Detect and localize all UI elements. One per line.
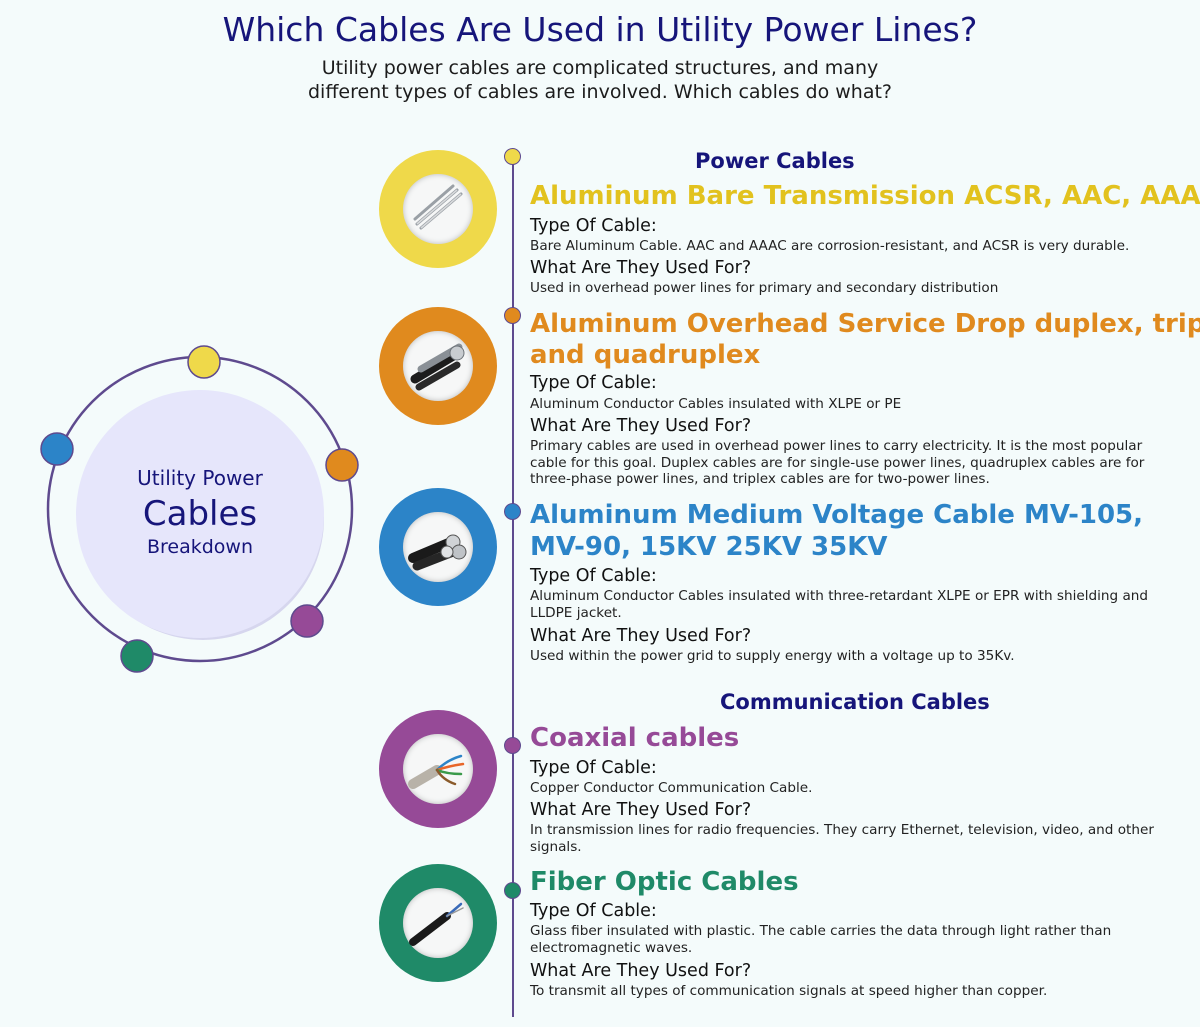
item-4-use-label: What Are They Used For? xyxy=(530,800,752,820)
item-5-heading: Fiber Optic Cables xyxy=(530,867,799,897)
timeline-dot-4 xyxy=(504,737,521,754)
page-subtitle: Utility power cables are complicated str… xyxy=(250,56,950,104)
timeline-dot-3 xyxy=(504,503,521,520)
timeline-line xyxy=(512,157,514,1017)
item-2-heading-line-2: and quadruplex xyxy=(530,340,761,370)
item-3-ring xyxy=(379,488,497,606)
item-1-type-label: Type Of Cable: xyxy=(530,216,657,236)
item-3-type-label: Type Of Cable: xyxy=(530,566,657,586)
item-1-use-text: Used in overhead power lines for primary… xyxy=(530,280,999,296)
item-2-heading-line-1: Aluminum Overhead Service Drop duplex, t… xyxy=(530,309,1200,339)
item-2-use-label: What Are They Used For? xyxy=(530,416,752,436)
orbit-dot-orange xyxy=(325,448,359,482)
coaxial-cable-icon xyxy=(403,734,473,804)
hub-graphic xyxy=(40,345,359,673)
item-4-type-text: Copper Conductor Communication Cable. xyxy=(530,780,813,796)
hub-disc xyxy=(76,390,324,638)
item-2-ring xyxy=(379,307,497,425)
orbit-dot-purple xyxy=(290,604,324,638)
medium-voltage-cable-icon xyxy=(403,512,473,582)
orbit-dot-green xyxy=(120,639,154,673)
item-3-use-text: Used within the power grid to supply ene… xyxy=(530,648,1015,664)
service-drop-cable-icon xyxy=(403,331,473,401)
orbit-dot-yellow xyxy=(187,345,221,379)
timeline-dot-5 xyxy=(504,882,521,899)
hub-line-2: Cables xyxy=(142,494,258,534)
item-2-type-text: Aluminum Conductor Cables insulated with… xyxy=(530,396,902,412)
item-5-type-text: Glass fiber insulated with plastic. The … xyxy=(530,923,1112,956)
item-1-ring xyxy=(379,150,497,268)
orbit-dot-blue xyxy=(40,432,74,466)
timeline-dot-2 xyxy=(504,307,521,324)
item-4-type-label: Type Of Cable: xyxy=(530,758,657,778)
item-5-use-text: To transmit all types of communication s… xyxy=(530,983,1048,999)
item-1-use-label: What Are They Used For? xyxy=(530,258,752,278)
section-power-cables: Power Cables xyxy=(695,149,855,173)
subtitle-line-2: different types of cables are involved. … xyxy=(307,81,892,103)
timeline-dot-1 xyxy=(504,148,521,165)
item-5-use-label: What Are They Used For? xyxy=(530,961,752,981)
item-5-type-label: Type Of Cable: xyxy=(530,901,657,921)
section-communication-cables: Communication Cables xyxy=(720,690,990,714)
subtitle-line-1: Utility power cables are complicated str… xyxy=(321,57,879,79)
item-4-use-text: In transmission lines for radio frequenc… xyxy=(530,822,1154,855)
item-2-type-label: Type Of Cable: xyxy=(530,373,657,393)
bare-aluminum-cable-icon xyxy=(403,174,473,244)
item-1-heading: Aluminum Bare Transmission ACSR, AAC, AA… xyxy=(530,181,1200,211)
item-3-use-label: What Are They Used For? xyxy=(530,626,752,646)
item-3-heading-line-2: MV-90, 15KV 25KV 35KV xyxy=(530,532,888,562)
hub-line-1: Utility Power xyxy=(137,466,263,490)
hub-line-3: Breakdown xyxy=(146,536,254,558)
item-3-heading-line-1: Aluminum Medium Voltage Cable MV-105, xyxy=(530,500,1144,530)
item-4-ring xyxy=(379,710,497,828)
fiber-optic-cable-icon xyxy=(403,888,473,958)
item-3-type-text: Aluminum Conductor Cables insulated with… xyxy=(530,588,1149,621)
item-2-use-text: Primary cables are used in overhead powe… xyxy=(530,438,1145,487)
page-title: Which Cables Are Used in Utility Power L… xyxy=(222,10,978,49)
item-1-type-text: Bare Aluminum Cable. AAC and AAAC are co… xyxy=(530,238,1130,254)
item-5-ring xyxy=(379,864,497,982)
item-4-heading: Coaxial cables xyxy=(530,723,740,753)
